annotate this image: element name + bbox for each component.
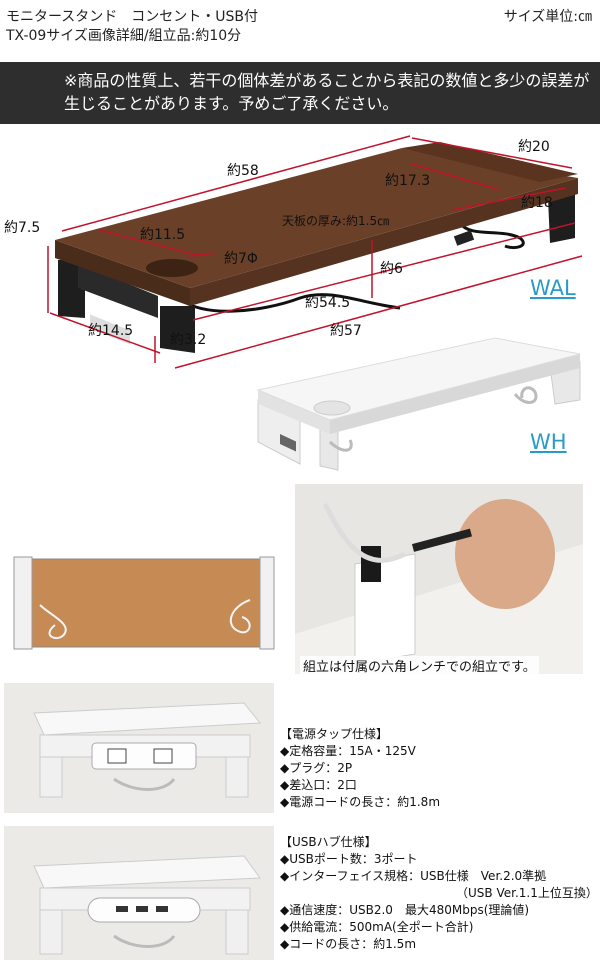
usb-hub-photo — [4, 826, 274, 960]
usb-spec-item: ◆USBポート数：3ポート — [280, 852, 418, 866]
dim-board-thickness: 天板の厚み:約1.5㎝ — [282, 214, 390, 228]
dim-leg-width: 約3.2 — [170, 332, 207, 348]
white-top-surface — [256, 337, 581, 421]
outlet-socket-2-icon — [153, 748, 173, 764]
assembly-photo — [295, 484, 583, 674]
white-cup-holder — [313, 400, 351, 416]
white-leg-front — [319, 427, 339, 471]
walnut-stand-diagram — [47, 135, 583, 369]
assembly-hand — [455, 499, 555, 609]
dim-tray-length: 約17.3 — [385, 173, 431, 189]
usb-port-1-icon — [116, 906, 128, 912]
power-spec-heading: 【電源タップ仕様】 — [280, 727, 389, 741]
dim-cup-diameter: 約7Φ — [224, 251, 258, 267]
walnut-leg-front-right — [160, 306, 195, 353]
usb-spec-item: ◆通信速度：USB2.0 最大480Mbps(理論値) — [280, 903, 530, 917]
dim-base-width: 約57 — [330, 323, 362, 339]
walnut-top-front-edge — [55, 240, 190, 306]
power-spec-item: ◆定格容量：15A・125V — [280, 744, 416, 758]
walnut-outlets — [90, 314, 130, 345]
bottom-leg-right — [259, 556, 275, 650]
walnut-outlet-block — [78, 263, 158, 318]
assembly-caption: 組立は付属の六角レンチでの組立です。 — [300, 656, 539, 675]
usb-port-2-icon — [136, 906, 148, 912]
notice-line-2: 生じることがあります。予めご了承ください。 — [64, 94, 399, 113]
usb-spec-block: 【USBハブ仕様】 ◆USBポート数：3ポート ◆インターフェイス規格：USB仕… — [280, 834, 598, 953]
usb-spec-heading: 【USBハブ仕様】 — [280, 835, 377, 849]
power-tap-photo — [4, 683, 274, 813]
power-spec-item: ◆プラグ：2P — [280, 761, 353, 775]
dim-base-depth: 約14.5 — [88, 323, 134, 339]
walnut-cup-holder — [146, 259, 198, 277]
white-usb-ports — [280, 433, 296, 452]
power-spec-item: ◆差込口：2口 — [280, 778, 357, 792]
assembly-bolt-block — [361, 546, 381, 582]
walnut-usb-cord — [458, 221, 525, 250]
tap-leg-right — [225, 756, 249, 798]
white-top-side-edge — [330, 354, 580, 434]
size-unit-label: サイズ単位:㎝ — [503, 9, 592, 25]
notice-line-1: ※商品の性質上、若干の個体差があることから表記の数値と多少の誤差が — [64, 71, 590, 90]
notice-banner: ※商品の性質上、若干の個体差があることから表記の数値と多少の誤差が 生じることが… — [0, 62, 600, 124]
usb-spec-item: ◆コードの長さ：約1.5m — [280, 937, 417, 951]
outlet-socket-1-icon — [107, 748, 127, 764]
usb-spec-item: ◆インターフェイス規格：USB仕様 Ver.2.0準拠 — [280, 869, 547, 883]
walnut-power-cord — [178, 293, 401, 313]
dim-depth-right: 約20 — [518, 139, 550, 155]
page-subtitle: TX-09サイズ画像詳細/組立品:約10分 — [6, 28, 242, 44]
page-title: モニタースタンド コンセント・USB付 — [6, 9, 259, 25]
dim-tray-depth: 約18 — [521, 195, 553, 211]
hex-wrench-icon — [411, 528, 472, 552]
usb-plug — [453, 230, 475, 246]
color-label-white[interactable]: WH — [530, 430, 567, 454]
white-stand-image — [256, 337, 581, 471]
tap-leg-left — [39, 756, 63, 798]
bottom-board — [29, 558, 266, 648]
dimension-lines — [47, 135, 583, 369]
color-label-walnut[interactable]: WAL — [530, 276, 576, 300]
dim-width-top: 約58 — [227, 163, 259, 179]
dim-inner-width: 約54.5 — [305, 295, 351, 311]
power-spec-item: ◆電源コードの長さ：約1.8m — [280, 795, 441, 809]
dim-cup-width: 約11.5 — [140, 227, 186, 243]
power-spec-block: 【電源タップ仕様】 ◆定格容量：15A・125V ◆プラグ：2P ◆差込口：2口… — [280, 726, 440, 811]
walnut-tray — [402, 142, 578, 182]
usb-spec-item: ◆供給電流：500mA(全ポート合計) — [280, 920, 474, 934]
dim-under-height: 約6 — [380, 261, 403, 277]
walnut-leg-back-right — [548, 190, 575, 243]
usb-spec-item: （USB Ver.1.1上位互換） — [456, 886, 598, 900]
dim-height-left: 約7.5 — [4, 220, 41, 236]
white-top-front-edge — [258, 390, 330, 434]
bottom-view-photo — [10, 545, 275, 655]
bottom-leg-left — [13, 556, 33, 650]
white-cord — [513, 386, 538, 404]
usb-port-3-icon — [156, 906, 168, 912]
walnut-top-side-edge — [190, 178, 578, 306]
